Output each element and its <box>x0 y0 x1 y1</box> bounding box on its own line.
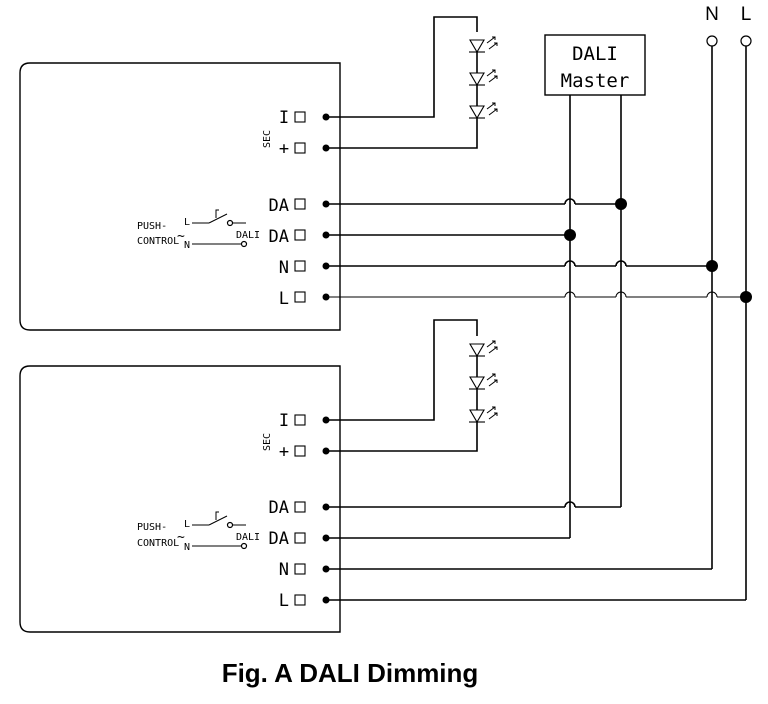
dali-master-box: DALI Master <box>544 34 646 96</box>
dali-master-line1: DALI <box>572 43 618 65</box>
dali-master-line2: Master <box>561 70 630 92</box>
driver-1-terminal-da1: DA <box>269 196 289 216</box>
junction-n-supply <box>706 260 718 272</box>
driver-2-dali-label: DALI <box>236 532 260 543</box>
driver-2-terminal-l: L <box>279 591 289 611</box>
driver-2-terminal-da1: DA <box>269 498 289 518</box>
driver-1-push-label-1: PUSH- <box>137 221 167 232</box>
supply-l-terminal <box>740 35 752 47</box>
driver-2-push-label-2: CONTROL <box>137 538 179 549</box>
driver-1-push-label-2: CONTROL <box>137 236 179 247</box>
driver-1-terminal-l: L <box>279 289 289 309</box>
figure-caption: Fig. A DALI Dimming <box>221 658 479 688</box>
driver-1-sec-label: SEC <box>262 130 273 148</box>
driver-2-switch-n: N <box>184 542 190 553</box>
driver-1-switch-l: L <box>184 217 190 228</box>
driver-1-terminal-n: N <box>279 258 289 278</box>
driver-1-minus-label: I <box>279 108 289 128</box>
supply-n-label: N <box>705 4 719 25</box>
svg-text:~: ~ <box>177 229 185 244</box>
svg-text:~: ~ <box>177 530 185 545</box>
driver-2-terminal-n: N <box>279 560 289 580</box>
driver-1-terminal-da2: DA <box>269 227 289 247</box>
supply-l-label: L <box>741 4 752 25</box>
driver-2-plus-label: + <box>279 442 289 462</box>
driver-2-terminal-da2: DA <box>269 529 289 549</box>
supply-n-terminal <box>706 35 718 47</box>
driver-2-sec-label: SEC <box>262 433 273 451</box>
junction-da2-master <box>564 229 576 241</box>
driver-1-switch-n: N <box>184 240 190 251</box>
driver-1: SEC I + DA DA N L PUSH- CONTROL ~ L N DA… <box>19 16 498 331</box>
junction-da1-master <box>615 198 627 210</box>
driver-1-dali-label: DALI <box>236 230 260 241</box>
driver-2-push-label-1: PUSH- <box>137 522 167 533</box>
junction-l-supply <box>740 291 752 303</box>
driver-1-plus-label: + <box>279 139 289 159</box>
driver-2-switch-l: L <box>184 519 190 530</box>
driver-2-minus-label: I <box>279 411 289 431</box>
driver-2: SEC I + DA DA N L PUSH- CONTROL ~ L N DA… <box>19 319 498 633</box>
